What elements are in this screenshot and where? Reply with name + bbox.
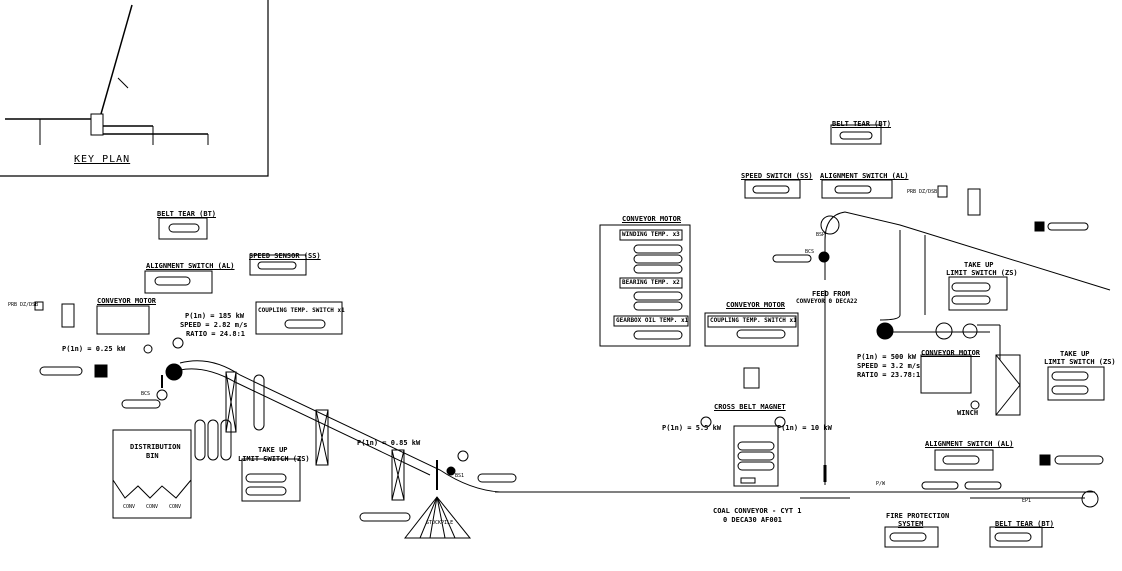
belt-tear-label-bottom: BELT TEAR (BT) xyxy=(995,520,1055,528)
take-up-label2-left: LIMIT SWITCH (ZS) xyxy=(238,455,310,463)
alignment-switch-label-left: ALIGNMENT SWITCH (AL) xyxy=(146,262,235,270)
conv-label-3: CONV xyxy=(169,504,182,510)
stockpile-graphic xyxy=(403,450,472,539)
coupling-box-title: CONVEYOR MOTOR xyxy=(726,301,786,309)
pcs-ctrl-label-right: PRB DZ/DSB xyxy=(907,189,938,195)
pcs-ctrl-label-left: PRB DZ/DSB xyxy=(8,302,39,308)
conv-label-1: CONV xyxy=(123,504,136,510)
gate-power-label: P(1n) = 0.85 kW xyxy=(357,439,421,447)
speed-switch-label-right: SPEED SWITCH (SS) xyxy=(741,172,813,180)
motor-power-left: P(1n) = 185 kW xyxy=(185,312,245,320)
feed-from-label2: CONVEYOR 0 DECA22 xyxy=(796,298,858,305)
belt-tear-box-left xyxy=(158,217,208,240)
take-up-a-label: TAKE UP xyxy=(964,261,994,269)
feed-from-label: FEED FROM xyxy=(812,290,850,298)
speed-sensor-box-left xyxy=(249,254,307,276)
take-up-box-left xyxy=(241,458,301,502)
fire-protection-box xyxy=(884,526,939,548)
conveyor-motor-label-left: CONVEYOR MOTOR xyxy=(97,297,157,305)
cross-belt-magnet-title: CROSS BELT MAGNET xyxy=(714,403,786,411)
pull-wire-label: P/W xyxy=(876,481,886,487)
cross-belt-magnet-box xyxy=(733,425,779,487)
main-belt xyxy=(495,490,1099,508)
conveyor-motor-label-right: CONVEYOR MOTOR xyxy=(921,349,981,357)
fire-protection-label2: SYSTEM xyxy=(898,520,924,528)
take-up-a-label2: LIMIT SWITCH (ZS) xyxy=(946,269,1018,277)
distribution-bin xyxy=(112,429,192,519)
motor-ratio-right: RATIO = 23.78:1 xyxy=(857,371,921,379)
coupling-temp-box-left xyxy=(255,301,343,335)
conveyor-motor-title-mid: CONVEYOR MOTOR xyxy=(622,215,682,223)
motor-tag-box-left xyxy=(96,305,150,335)
take-up-b-label: TAKE UP xyxy=(1060,350,1090,358)
motor-power-right: P(1n) = 500 kW xyxy=(857,353,917,361)
bcs-label-left: BCS xyxy=(141,391,151,397)
alignment-box-right xyxy=(821,179,893,199)
winch-label: WINCH xyxy=(957,409,979,417)
winding-temp-label: WINDING TEMP. x3 xyxy=(622,231,680,238)
alignment-switch-label-bottom: ALIGNMENT SWITCH (AL) xyxy=(925,440,1014,448)
speed-sensor-label-left: SPEED SENSOR (SS) xyxy=(249,252,321,260)
coupling-temp-label-left: COUPLING TEMP. SWITCH x1 xyxy=(258,307,345,314)
coupling-box-label: COUPLING TEMP. SWITCH x1 xyxy=(710,317,797,324)
coal-conveyor-title: COAL CONVEYOR - CYT 1 xyxy=(713,507,802,515)
fire-protection-label: FIRE PROTECTION xyxy=(886,512,950,520)
distribution-bin-label: DISTRIBUTION xyxy=(130,443,181,451)
belt-tear-label-right: BELT TEAR (BT) xyxy=(832,120,892,128)
bsp-label: BSP xyxy=(816,232,826,238)
take-up-label-left: TAKE UP xyxy=(258,446,288,454)
ep1-label: EP1 xyxy=(1022,498,1032,504)
alignment-box-bottom xyxy=(934,449,994,471)
distribution-bin-label2: BIN xyxy=(146,452,159,460)
belt-tear-box-right xyxy=(830,124,882,145)
alignment-box-left xyxy=(144,270,213,294)
key-plan-title: KEY PLAN xyxy=(74,154,131,165)
take-up-b-label2: LIMIT SWITCH (ZS) xyxy=(1044,358,1116,366)
cbm-power-right: P(1n) = 10 kW xyxy=(777,424,832,432)
gearbox-temp-label: GEARBOX OIL TEMP. x1 xyxy=(616,317,689,324)
belt-tear-label-left: BELT TEAR (BT) xyxy=(157,210,217,218)
speed-switch-box-right xyxy=(744,179,801,199)
bs1-label: BS1 xyxy=(455,473,465,479)
left-conveyor xyxy=(143,337,820,501)
take-up-box-right-a xyxy=(948,276,1008,311)
cbm-power-left: P(1n) = 5.5 kW xyxy=(662,424,722,432)
motor-speed-left: SPEED = 2.82 m/s xyxy=(180,321,248,329)
motor-ratio-left: RATIO = 24.8:1 xyxy=(186,330,246,338)
motor-tag-box-right xyxy=(920,354,972,394)
conv-label-2: CONV xyxy=(146,504,159,510)
bearing-temp-label: BEARING TEMP. x2 xyxy=(622,279,680,286)
bcs-label-right: BCS xyxy=(805,249,815,255)
stockpile-label: STOCKPILE xyxy=(426,520,454,526)
coal-conveyor-tag: 0 DECA30 AF001 xyxy=(723,516,783,524)
brake-power-left: P(1n) = 0.25 kW xyxy=(62,345,126,353)
conveyor-motor-temp-box xyxy=(599,224,691,347)
take-up-box-right-b xyxy=(1047,366,1105,401)
coupling-temp-box-mid xyxy=(704,312,799,347)
key-plan xyxy=(0,0,269,177)
right-conveyor xyxy=(818,211,1111,485)
motor-speed-right: SPEED = 3.2 m/s xyxy=(857,362,921,370)
belt-tear-box-bottom xyxy=(989,526,1043,548)
alignment-switch-label-right: ALIGNMENT SWITCH (AL) xyxy=(820,172,909,180)
